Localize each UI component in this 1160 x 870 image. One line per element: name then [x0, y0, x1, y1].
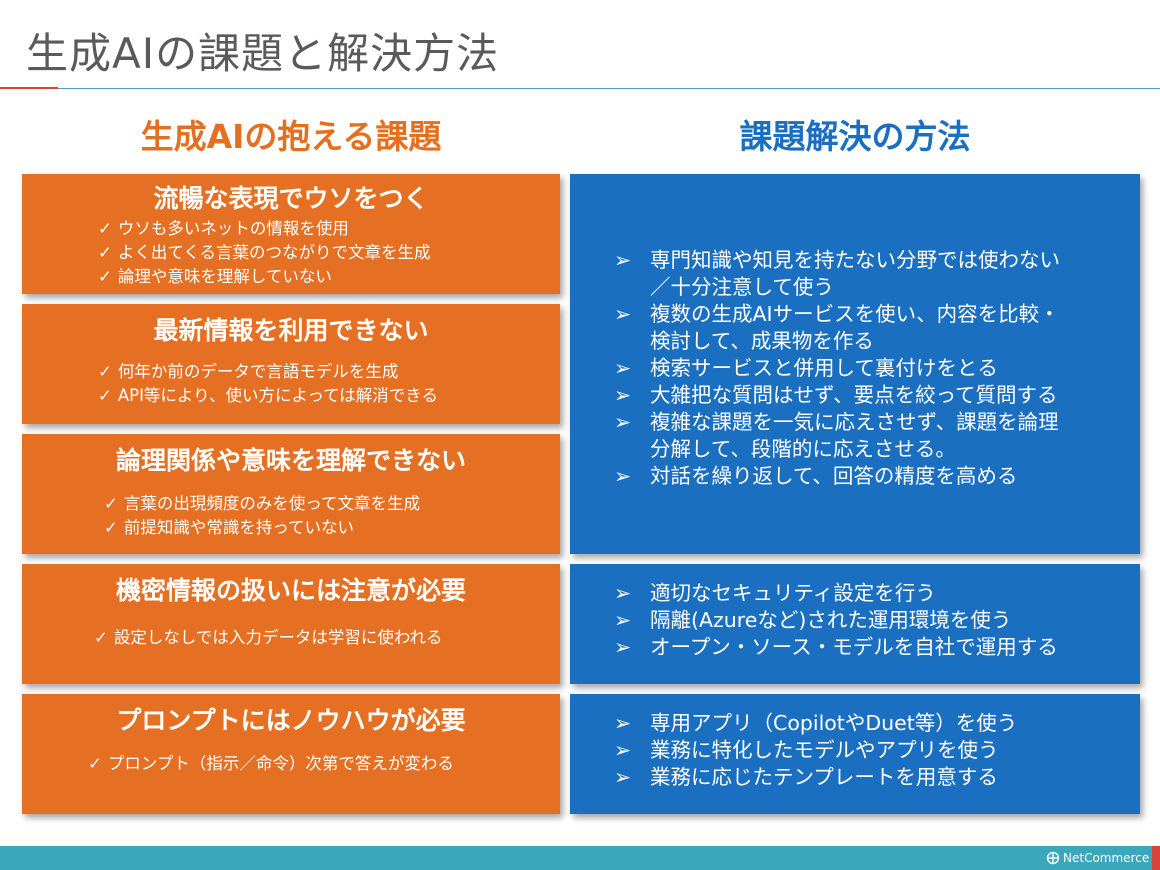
arrow-icon: ➢ — [614, 738, 632, 762]
list-item: ➢オープン・ソース・モデルを自社で運用する — [614, 635, 1058, 659]
arrow-icon: ➢ — [614, 765, 632, 789]
issue-box-4: 機密情報の扱いには注意が必要 ✓設定しなしでは入力データは学習に使われる — [22, 564, 560, 684]
issue-title: 機密情報の扱いには注意が必要 — [115, 576, 466, 605]
list-item: ✓論理や意味を理解していない — [98, 267, 332, 286]
check-icon: ✓ — [98, 243, 112, 262]
list-item: ➢複雑な課題を一気に応えさせず、課題を論理分解して、段階的に応えさせる。 — [614, 410, 1059, 461]
title-accent-line — [0, 87, 58, 89]
solution-list: ➢専門知識や知見を持たない分野では使わない／十分注意して使う ➢複数の生成AIサ… — [570, 247, 1140, 490]
arrow-icon: ➢ — [614, 635, 632, 659]
arrow-icon: ➢ — [614, 711, 632, 735]
issue-box-1: 流暢な表現でウソをつく ✓ウソも多いネットの情報を使用 ✓よく出てくる言葉のつな… — [22, 174, 560, 294]
list-item: ✓設定しなしでは入力データは学習に使われる — [94, 628, 443, 647]
issue-points: ✓ウソも多いネットの情報を使用 ✓よく出てくる言葉のつながりで文章を生成 ✓論理… — [22, 217, 560, 289]
list-item: ➢検索サービスと併用して裏付けをとる — [614, 356, 998, 380]
issue-title: 最新情報を利用できない — [153, 316, 429, 345]
list-item: ✓ウソも多いネットの情報を使用 — [98, 219, 349, 238]
list-item: ➢隔離(Azureなど)された運用環境を使う — [614, 608, 1012, 632]
solution-box-3: ➢専用アプリ（CopilotやDuet等）を使う ➢業務に特化したモデルやアプリ… — [570, 694, 1140, 814]
title-divider-line — [58, 88, 1160, 89]
list-item: ➢専門知識や知見を持たない分野では使わない／十分注意して使う — [614, 248, 1060, 299]
arrow-icon: ➢ — [614, 608, 632, 632]
list-item: ✓前提知識や常識を持っていない — [104, 518, 355, 537]
arrow-icon: ➢ — [614, 248, 632, 272]
solution-list: ➢適切なセキュリティ設定を行う ➢隔離(Azureなど)された運用環境を使う ➢… — [570, 580, 1140, 661]
list-item: ➢対話を繰り返して、回答の精度を高める — [614, 464, 1018, 488]
check-icon: ✓ — [98, 362, 112, 381]
check-icon: ✓ — [88, 754, 102, 773]
list-item: ➢複数の生成AIサービスを使い、内容を比較・検討して、成果物を作る — [614, 302, 1060, 353]
page-title: 生成AIの課題と解決方法 — [26, 29, 500, 78]
check-icon: ✓ — [94, 628, 108, 647]
issue-points: ✓何年か前のデータで言語モデルを生成 ✓API等により、使い方によっては解消でき… — [22, 360, 560, 408]
check-icon: ✓ — [104, 494, 118, 513]
arrow-icon: ➢ — [614, 464, 632, 488]
footer-bar — [0, 846, 1160, 870]
list-item: ✓API等により、使い方によっては解消できる — [98, 386, 438, 405]
issue-title: プロンプトにはノウハウが必要 — [116, 706, 466, 735]
list-item: ➢大雑把な質問はせず、要点を絞って質問する — [614, 383, 1058, 407]
arrow-icon: ➢ — [614, 356, 632, 380]
footer-accent — [1152, 846, 1160, 870]
list-item: ➢業務に特化したモデルやアプリを使う — [614, 738, 999, 762]
issue-box-5: プロンプトにはノウハウが必要 ✓プロンプト（指示／命令）次第で答えが変わる — [22, 694, 560, 814]
issue-box-2: 最新情報を利用できない ✓何年か前のデータで言語モデルを生成 ✓API等により、… — [22, 304, 560, 424]
arrow-icon: ➢ — [614, 302, 632, 326]
issue-points: ✓プロンプト（指示／命令）次第で答えが変わる — [22, 752, 560, 776]
check-icon: ✓ — [98, 386, 112, 405]
check-icon: ✓ — [104, 518, 118, 537]
list-item: ✓言葉の出現頻度のみを使って文章を生成 — [104, 494, 421, 513]
arrow-icon: ➢ — [614, 383, 632, 407]
footer-logo: NetCommerce — [1046, 848, 1149, 868]
list-item: ✓何年か前のデータで言語モデルを生成 — [98, 362, 399, 381]
check-icon: ✓ — [98, 267, 112, 286]
netcommerce-logo-icon — [1046, 851, 1060, 865]
solution-box-2: ➢適切なセキュリティ設定を行う ➢隔離(Azureなど)された運用環境を使う ➢… — [570, 564, 1140, 684]
issue-box-3: 論理関係や意味を理解できない ✓言葉の出現頻度のみを使って文章を生成 ✓前提知識… — [22, 434, 560, 554]
check-icon: ✓ — [98, 219, 112, 238]
footer-logo-text: NetCommerce — [1063, 851, 1150, 865]
arrow-icon: ➢ — [614, 410, 632, 434]
list-item: ✓プロンプト（指示／命令）次第で答えが変わる — [88, 754, 454, 773]
issue-title: 論理関係や意味を理解できない — [115, 446, 466, 475]
list-item: ✓よく出てくる言葉のつながりで文章を生成 — [98, 243, 431, 262]
list-item: ➢専用アプリ（CopilotやDuet等）を使う — [614, 711, 1018, 735]
issue-title: 流暢な表現でウソをつく — [153, 184, 429, 213]
issue-points: ✓言葉の出現頻度のみを使って文章を生成 ✓前提知識や常識を持っていない — [22, 492, 560, 540]
solutions-heading: 課題解決の方法 — [739, 117, 971, 156]
list-item: ➢業務に応じたテンプレートを用意する — [614, 765, 998, 789]
solution-list: ➢専用アプリ（CopilotやDuet等）を使う ➢業務に特化したモデルやアプリ… — [570, 710, 1140, 791]
issue-points: ✓設定しなしでは入力データは学習に使われる — [22, 626, 560, 650]
issues-heading: 生成AIの抱える課題 — [140, 117, 442, 156]
solution-box-1: ➢専門知識や知見を持たない分野では使わない／十分注意して使う ➢複数の生成AIサ… — [570, 174, 1140, 554]
arrow-icon: ➢ — [614, 581, 632, 605]
list-item: ➢適切なセキュリティ設定を行う — [614, 581, 936, 605]
